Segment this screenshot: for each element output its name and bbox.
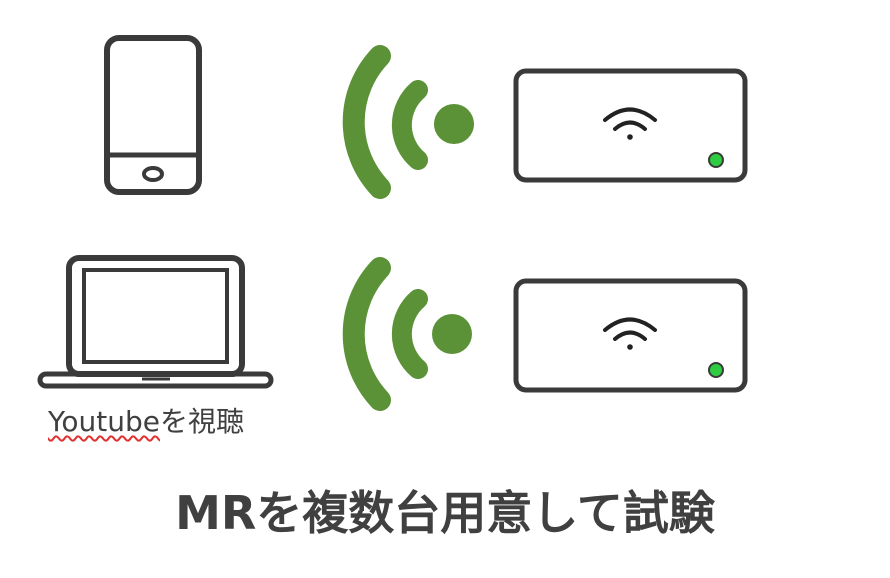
status-led bbox=[708, 152, 724, 168]
wifi-icon bbox=[603, 317, 657, 350]
smartphone-icon bbox=[104, 35, 202, 195]
caption-app-word: Youtube bbox=[48, 405, 160, 438]
laptop-caption: Youtubeを視聴 bbox=[48, 405, 244, 439]
status-led bbox=[708, 362, 724, 378]
wifi-router-icon bbox=[513, 68, 748, 183]
wifi-icon bbox=[603, 107, 657, 140]
page-title: MRを複数台用意して試験 bbox=[175, 486, 715, 540]
wifi-router-icon bbox=[513, 278, 748, 393]
signal-waves-icon bbox=[342, 257, 472, 411]
laptop-icon bbox=[37, 255, 274, 389]
signal-waves-icon bbox=[342, 45, 474, 199]
caption-suffix: を視聴 bbox=[160, 405, 245, 438]
